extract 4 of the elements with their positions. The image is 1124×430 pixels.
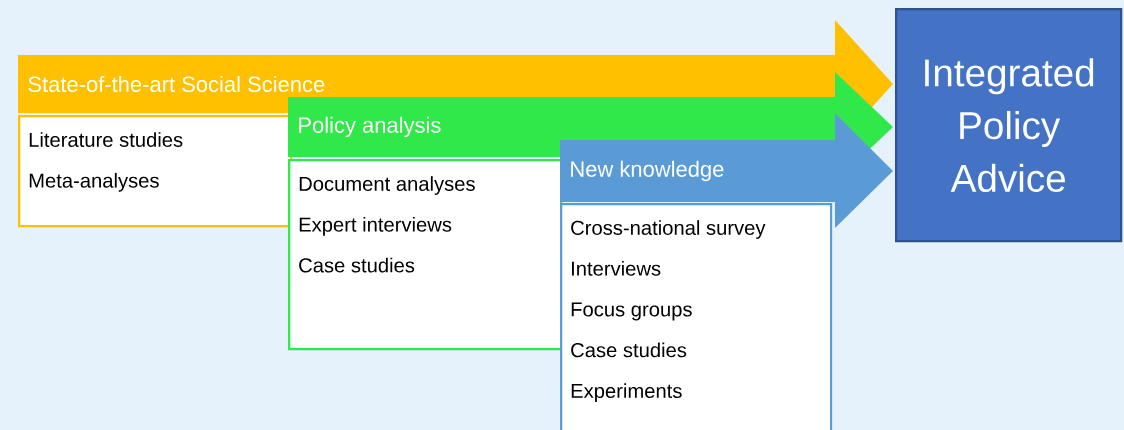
- list-box: Document analyses Expert interviews Case studies: [288, 159, 563, 351]
- list-box: Literature studies Meta-analyses: [18, 115, 293, 228]
- list-box: Cross-national survey Interviews Focus groups Case studies Experiments: [560, 203, 833, 430]
- result-box: Integrated Policy Advice: [895, 8, 1123, 243]
